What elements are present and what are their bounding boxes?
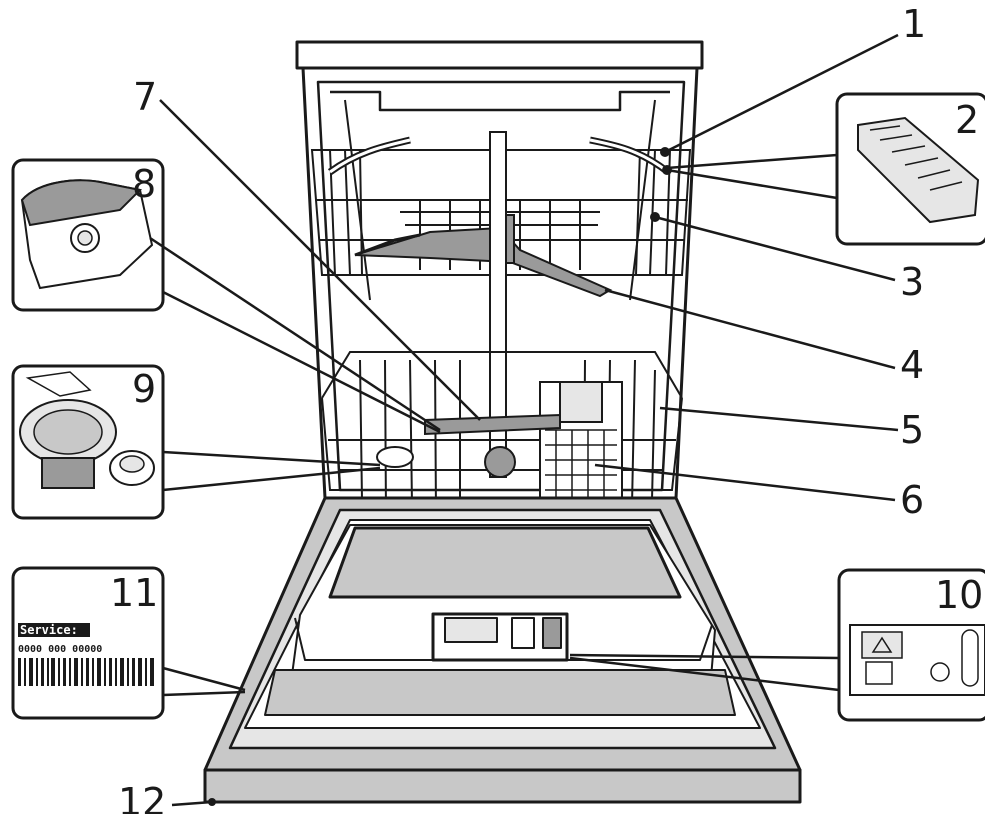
callout-3: 3 — [900, 260, 924, 304]
leader-12 — [172, 802, 212, 805]
service-label-code: 0000 000 00000 — [18, 644, 102, 655]
leader-5 — [660, 408, 898, 430]
cutlery-basket — [540, 382, 622, 500]
callout-1: 1 — [902, 2, 926, 46]
callout-12: 12 — [118, 780, 166, 814]
callout-6: 6 — [900, 478, 924, 522]
callout-2: 2 — [955, 98, 979, 142]
callout-4: 4 — [900, 343, 924, 387]
service-label-title: Service: — [20, 623, 78, 637]
callout-8: 8 — [132, 162, 156, 206]
leader-11b — [163, 692, 245, 695]
callout-9: 9 — [132, 367, 156, 411]
callout-11: 11 — [110, 571, 158, 615]
callout-5: 5 — [900, 408, 924, 452]
leader-12-dot — [208, 798, 216, 806]
leader-11a — [163, 668, 245, 690]
callout-10: 10 — [935, 573, 983, 617]
filter-assembly — [377, 447, 413, 467]
callout-7: 7 — [133, 75, 157, 119]
dishwasher-door — [205, 498, 800, 802]
